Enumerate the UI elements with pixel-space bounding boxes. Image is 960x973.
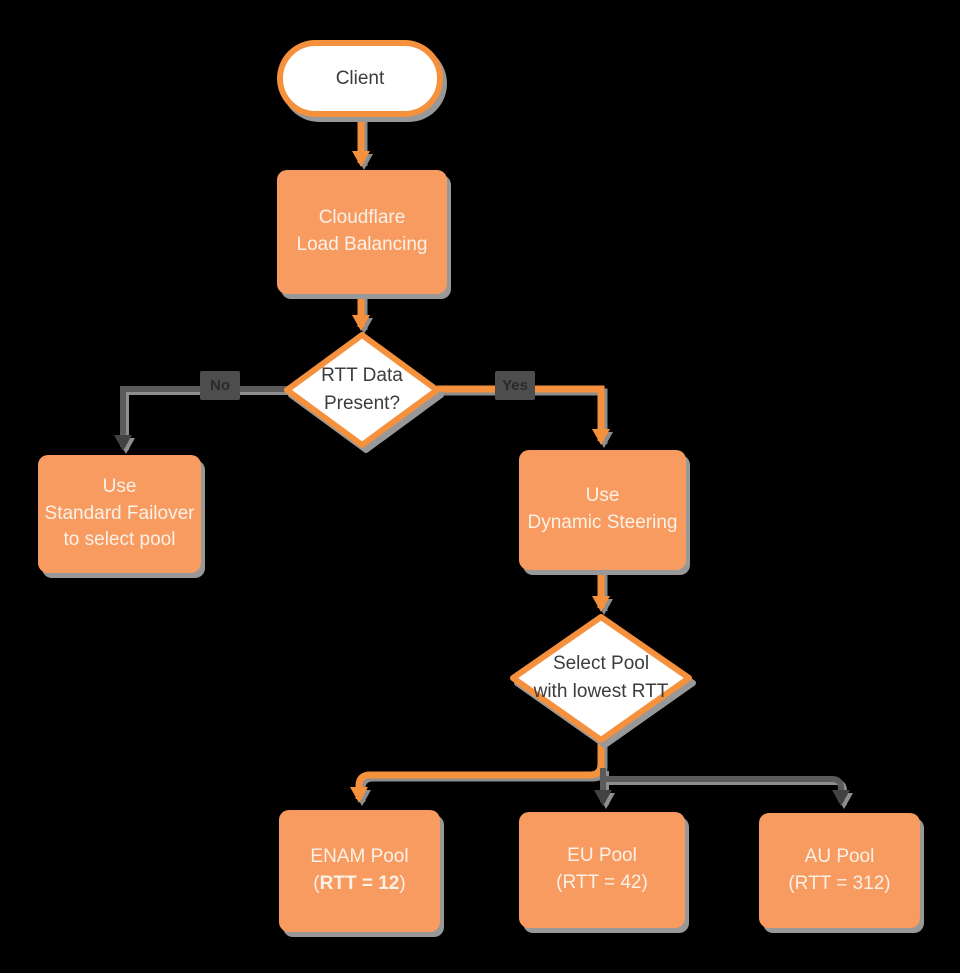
enam-pool-node: ENAM Pool (RTT = 12) <box>279 810 440 932</box>
select-pool-text: Select Pool with lowest RTT <box>513 640 689 716</box>
dynamic-steering-line2: Dynamic Steering <box>527 512 678 533</box>
dynamic-steering-node: Use Dynamic Steering <box>519 450 686 570</box>
edge-yes-to-dynamic-steering <box>437 385 610 445</box>
select-pool-line2: with lowest RTT <box>533 681 669 702</box>
rtt-decision-diamond <box>284 332 440 448</box>
enam-rtt-value: RTT = 12 <box>319 873 400 894</box>
eu-pool-line1: EU Pool <box>567 845 637 867</box>
dynamic-steering-line1: Use <box>585 485 620 507</box>
rtt-decision-line2: Present? <box>323 393 401 414</box>
cloudflare-load-balancing-node: Cloudflare Load Balancing <box>277 170 447 294</box>
cloudflare-line2: Load Balancing <box>296 234 428 255</box>
enam-pool-line1: ENAM Pool <box>310 846 409 868</box>
no-edge-label-text: No <box>210 377 230 394</box>
eu-pool-line2: (RTT = 42) <box>556 872 648 893</box>
standard-failover-node: Use Standard Failover to select pool <box>38 455 201 573</box>
enam-pool-line2: (RTT = 12) <box>313 871 405 898</box>
enam-rtt-close-paren: ) <box>399 873 406 894</box>
eu-pool-node: EU Pool (RTT = 42) <box>519 812 685 928</box>
au-pool-line1: AU Pool <box>804 845 875 867</box>
enam-rtt-open-paren: ( <box>313 873 320 894</box>
au-pool-line2: (RTT = 312) <box>788 872 891 894</box>
standard-failover-line1: Use <box>102 475 137 497</box>
au-pool-node: AU Pool (RTT = 312) <box>759 813 920 928</box>
yes-edge-label: Yes <box>495 371 535 400</box>
yes-edge-label-text: Yes <box>502 377 528 394</box>
rtt-decision-text: RTT Data Present? <box>286 352 438 428</box>
select-pool-diamond <box>510 614 692 743</box>
edge-select-pool-to-au <box>603 776 850 806</box>
select-pool-line1: Select Pool <box>552 653 650 675</box>
standard-failover-line2: Standard Failover <box>44 502 195 524</box>
client-label: Client <box>335 67 385 89</box>
cloudflare-line1: Cloudflare <box>318 207 406 229</box>
rtt-decision-line1: RTT Data <box>321 365 403 387</box>
no-edge-label: No <box>200 371 240 400</box>
client-node: Client <box>277 40 443 117</box>
standard-failover-line3: to select pool <box>63 529 176 551</box>
edge-select-pool-to-enam <box>350 741 605 803</box>
